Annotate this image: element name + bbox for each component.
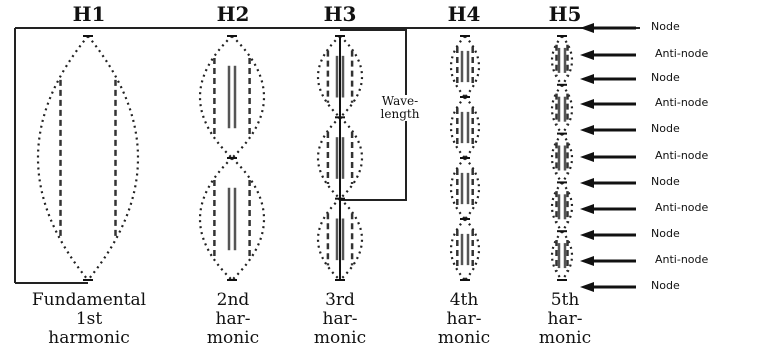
caption-h2-line3: monic <box>173 329 293 348</box>
node-label: Node <box>651 227 680 240</box>
h4-label: H4 <box>444 2 484 26</box>
caption-h5-line3: monic <box>505 329 625 348</box>
arrow-head <box>580 204 594 214</box>
arrow-head <box>580 152 594 162</box>
caption-h5-line1: 5th <box>505 291 625 310</box>
caption-h2-line1: 2nd <box>173 291 293 310</box>
lobe-right <box>232 36 264 158</box>
standing-waves <box>38 36 572 280</box>
h5-label: H5 <box>545 2 585 26</box>
node-label: Node <box>651 20 680 33</box>
arrow-head <box>580 178 594 188</box>
arrow-head <box>580 230 594 240</box>
caption-h3: 3rd har- monic <box>280 291 400 348</box>
node-label: Node <box>651 279 680 292</box>
node-label: Node <box>651 122 680 135</box>
arrow-head <box>580 99 594 109</box>
h2-label: H2 <box>213 2 253 26</box>
caption-h1-line2: 1st <box>29 310 149 329</box>
caption-h2-line2: har- <box>173 310 293 329</box>
lobe-left <box>200 158 232 280</box>
harmonic-3-wave <box>318 36 362 280</box>
harmonic-5-wave <box>552 36 572 280</box>
arrow-head <box>580 50 594 60</box>
lobe-left <box>38 36 88 280</box>
caption-h3-line3: monic <box>280 329 400 348</box>
anti-node-label: Anti-node <box>655 201 708 214</box>
caption-h5-line2: har- <box>505 310 625 329</box>
lobe-right <box>232 158 264 280</box>
anti-node-label: Anti-node <box>655 96 708 109</box>
harmonic-2-wave <box>200 36 264 280</box>
caption-h1-line1: Fundamental <box>29 291 149 310</box>
arrow-head <box>580 74 594 84</box>
arrows-group <box>580 23 636 292</box>
wavelength-label-line2: length <box>366 108 434 121</box>
arrow-head <box>580 256 594 266</box>
wavelength-label: Wave- length <box>366 95 434 121</box>
caption-h2: 2nd har- monic <box>173 291 293 348</box>
lobe-left <box>200 36 232 158</box>
caption-h5: 5th har- monic <box>505 291 625 348</box>
anti-node-label: Anti-node <box>655 253 708 266</box>
anti-node-label: Anti-node <box>655 47 708 60</box>
node-label: Node <box>651 175 680 188</box>
lobe-right <box>88 36 138 280</box>
caption-h3-line2: har- <box>280 310 400 329</box>
caption-h1: Fundamental 1st harmonic <box>29 291 149 348</box>
h3-label: H3 <box>320 2 360 26</box>
caption-h1-line3: harmonic <box>29 329 149 348</box>
harmonic-1-wave <box>38 36 138 280</box>
harmonic-4-wave <box>451 36 479 280</box>
node-label: Node <box>651 71 680 84</box>
anti-node-label: Anti-node <box>655 149 708 162</box>
arrow-head <box>580 125 594 135</box>
caption-h3-line1: 3rd <box>280 291 400 310</box>
h1-label: H1 <box>69 2 109 26</box>
